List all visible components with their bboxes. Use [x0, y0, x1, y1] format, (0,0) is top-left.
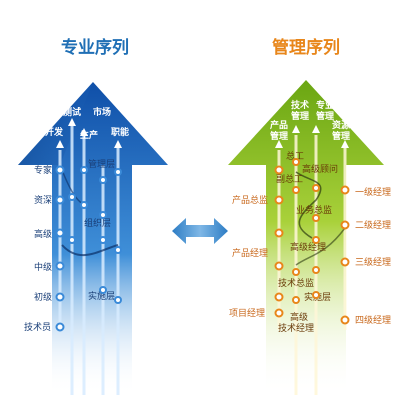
level-third-manager: 三级经理: [355, 256, 391, 268]
top-label-function: 职能: [111, 126, 129, 138]
role-senior-tech-manager-1: 高级: [290, 311, 308, 323]
top-label-resource-mgmt-2: 管理: [332, 130, 350, 142]
top-label-tech-mgmt-1: 技术: [291, 99, 309, 111]
level-first-manager: 一级经理: [355, 186, 391, 198]
layer-management: 管理层: [88, 158, 115, 170]
top-label-production: 生产: [80, 129, 98, 141]
top-label-tech-mgmt-2: 管理: [291, 110, 309, 122]
top-label-product-mgmt-2: 管理: [270, 130, 288, 142]
level-technician: 技术员: [24, 321, 51, 333]
double-arrow-icon: [172, 218, 228, 244]
top-label-test: 测试: [63, 106, 81, 118]
role-business-director: 业务总监: [296, 204, 332, 216]
top-label-dev: 开发: [45, 126, 64, 138]
left-arrow: [18, 82, 168, 395]
role-tech-director: 技术总监: [278, 277, 314, 289]
level-second-manager: 二级经理: [355, 219, 391, 231]
top-label-resource-mgmt-1: 资源: [332, 119, 350, 131]
level-senior: 资深: [34, 195, 52, 206]
right-title: 管理序列: [272, 37, 340, 58]
role-senior-advisor: 高级顾问: [302, 163, 338, 175]
level-junior: 初级: [34, 291, 52, 303]
level-fourth-manager: 四级经理: [355, 314, 391, 326]
top-label-product-mgmt-1: 产品: [270, 119, 288, 131]
role-deputy-chief-engineer: 副总工: [276, 173, 303, 185]
top-label-market: 市场: [93, 106, 111, 118]
layer-organization: 组织层: [84, 217, 111, 229]
level-expert: 专家: [34, 164, 52, 176]
level-high: 高级: [34, 228, 52, 240]
top-label-prof-mgmt-2: 管理: [316, 110, 334, 122]
left-title: 专业序列: [61, 37, 129, 58]
layer-implementation: 实施层: [88, 290, 115, 302]
level-project-manager: 项目经理: [229, 307, 265, 319]
role-senior-tech-manager-2: 技术经理: [278, 322, 314, 334]
top-label-prof-mgmt-1: 专业: [316, 99, 334, 111]
role-senior-manager: 高级经理: [290, 241, 326, 253]
level-product-manager: 产品经理: [232, 247, 268, 259]
role-chief-engineer: 总工: [286, 150, 304, 162]
level-middle: 中级: [34, 261, 52, 273]
right-arrow: [228, 80, 384, 395]
level-product-director: 产品总监: [232, 194, 268, 206]
